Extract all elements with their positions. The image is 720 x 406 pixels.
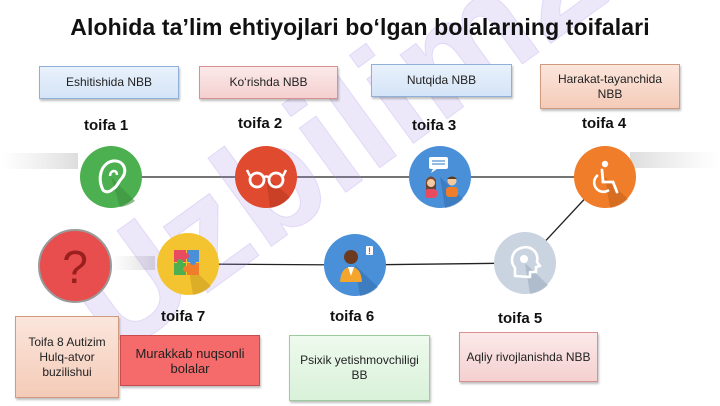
category-box-1: Eshitishida NBB	[39, 66, 179, 99]
category-box-8: Toifa 8 Autizim Hulq-atvor buzilishui	[15, 316, 119, 398]
ear-icon	[80, 146, 142, 208]
label-toifa-1: toifa 1	[84, 117, 129, 134]
category-box-5: Aqliy rivojlanishda NBB	[459, 332, 598, 382]
question-icon: ?	[38, 229, 112, 303]
category-box-4: Harakat-tayanchida NBB	[540, 64, 680, 109]
puzzle-icon	[157, 233, 219, 295]
glasses-icon	[235, 146, 297, 208]
label-toifa-2: toifa 2	[238, 115, 283, 132]
category-box-3: Nutqida NBB	[371, 64, 512, 97]
person-icon: !	[324, 234, 386, 296]
left-streak-bottom	[110, 256, 155, 270]
wheelchair-icon	[574, 146, 636, 208]
right-streak-top	[630, 152, 720, 168]
svg-text:!: !	[368, 246, 371, 256]
category-box-7: Murakkab nuqsonli bolalar	[120, 335, 260, 386]
label-toifa-7: toifa 7	[161, 308, 206, 325]
brain-head-icon	[494, 232, 556, 294]
label-toifa-3: toifa 3	[412, 117, 457, 134]
category-box-2: Ko‘rishda NBB	[199, 66, 338, 99]
label-toifa-6: toifa 6	[330, 308, 375, 325]
left-streak-top	[0, 153, 78, 169]
speech-people-icon	[409, 146, 471, 208]
label-toifa-4: toifa 4	[582, 115, 627, 132]
label-toifa-5: toifa 5	[498, 310, 543, 327]
category-box-6: Psixik yetishmovchiligi BB	[289, 335, 430, 401]
page-title: Alohida ta’lim ehtiyojlari bo‘lgan bolal…	[70, 14, 650, 40]
question-mark: ?	[62, 241, 88, 293]
